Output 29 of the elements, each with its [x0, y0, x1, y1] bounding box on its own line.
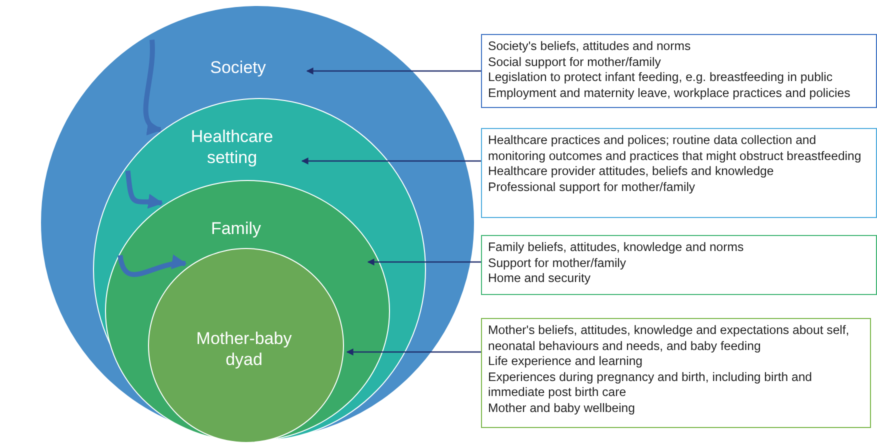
- circle-label: Healthcare setting: [190, 126, 274, 168]
- list-item: Healthcare practices and polices; routine data collection and monitoring outcomes and practices that might obstruct breastfeeding: [488, 133, 862, 164]
- list-item: Experiences during pregnancy and birth, including birth and immediate post birth care: [488, 370, 814, 400]
- arrow: [367, 258, 481, 266]
- text-box: [481, 34, 877, 108]
- circle-label: Family: [210, 218, 262, 239]
- curved-arrow: [143, 40, 162, 134]
- list-item: Professional support for mother/family: [488, 180, 696, 195]
- circle-label: Mother-baby dyad: [195, 328, 293, 370]
- text-box: [481, 235, 877, 295]
- list-item: Legislation to protect infant feeding, e.g. breastfeeding in public: [488, 70, 834, 86]
- arrow: [301, 158, 481, 164]
- text-box: [481, 128, 877, 218]
- list-item: Mother and baby wellbeing: [488, 400, 636, 416]
- list-item: Social support for mother/family: [488, 54, 662, 70]
- list-item: Employment and maternity leave, workplace practices and policies: [488, 86, 852, 101]
- list-item: Healthcare provider attitudes, beliefs and knowledge: [488, 164, 775, 180]
- curved-arrow: [118, 254, 187, 277]
- list-item: Society's beliefs, attitudes and norms: [488, 39, 692, 54]
- arrow: [306, 68, 481, 74]
- list-item: Mother's beliefs, attitudes, knowledge and expectations about self, neonatal behaviours and needs, and baby feeding: [488, 323, 850, 354]
- curved-arrow: [125, 170, 164, 210]
- circle-label: Society: [209, 57, 267, 78]
- text-box: [481, 318, 871, 428]
- list-item: Life experience and learning: [488, 354, 644, 370]
- list-item: Home and security: [488, 271, 592, 286]
- list-item: Family beliefs, attitudes, knowledge and norms: [488, 240, 745, 256]
- list-item: Support for mother/family: [488, 256, 628, 271]
- arrow: [346, 348, 481, 356]
